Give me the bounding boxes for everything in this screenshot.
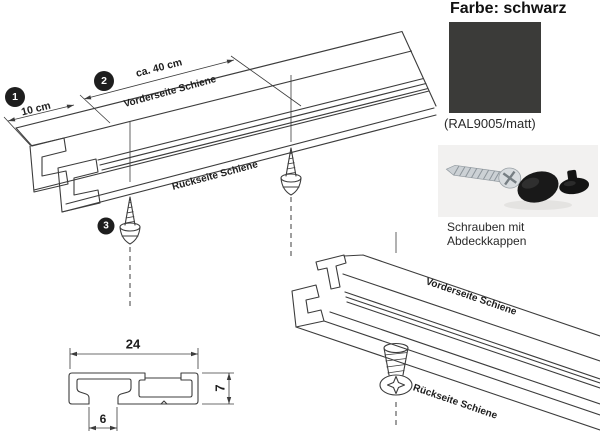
rail-isometric-top bbox=[3, 30, 437, 310]
photo-cap-small bbox=[559, 169, 590, 195]
color-swatch bbox=[449, 22, 541, 113]
ral-note: (RAL9005/matt) bbox=[444, 116, 536, 131]
callout-3: 3 bbox=[97, 217, 115, 235]
screw-icon bbox=[280, 147, 302, 196]
rail-cross-section bbox=[68, 348, 234, 431]
screws-caption: Schrauben mit Abdeckkappen bbox=[447, 220, 527, 248]
screw-icon bbox=[119, 196, 141, 245]
rail-isometric-detail bbox=[291, 232, 600, 431]
rail-end-profile-top bbox=[29, 137, 69, 193]
dim-label-24: 24 bbox=[125, 336, 141, 352]
dimension-10cm bbox=[3, 104, 75, 146]
screw-photo bbox=[438, 145, 598, 217]
dimension-6 bbox=[88, 407, 118, 431]
dim-label-6: 6 bbox=[99, 412, 107, 426]
dimension-24 bbox=[69, 348, 199, 369]
color-heading: Farbe: schwarz bbox=[450, 0, 567, 17]
screw-in-rail-icon bbox=[379, 232, 413, 428]
dimension-40cm bbox=[79, 55, 302, 124]
callout-2: 2 bbox=[94, 71, 114, 91]
dimension-7 bbox=[202, 372, 234, 405]
dim-label-7: 7 bbox=[212, 384, 228, 392]
rail-end-profile-detail bbox=[315, 254, 347, 290]
photo-cap-large bbox=[517, 171, 559, 203]
callout-1: 1 bbox=[5, 87, 25, 107]
photo-screw bbox=[445, 164, 522, 189]
